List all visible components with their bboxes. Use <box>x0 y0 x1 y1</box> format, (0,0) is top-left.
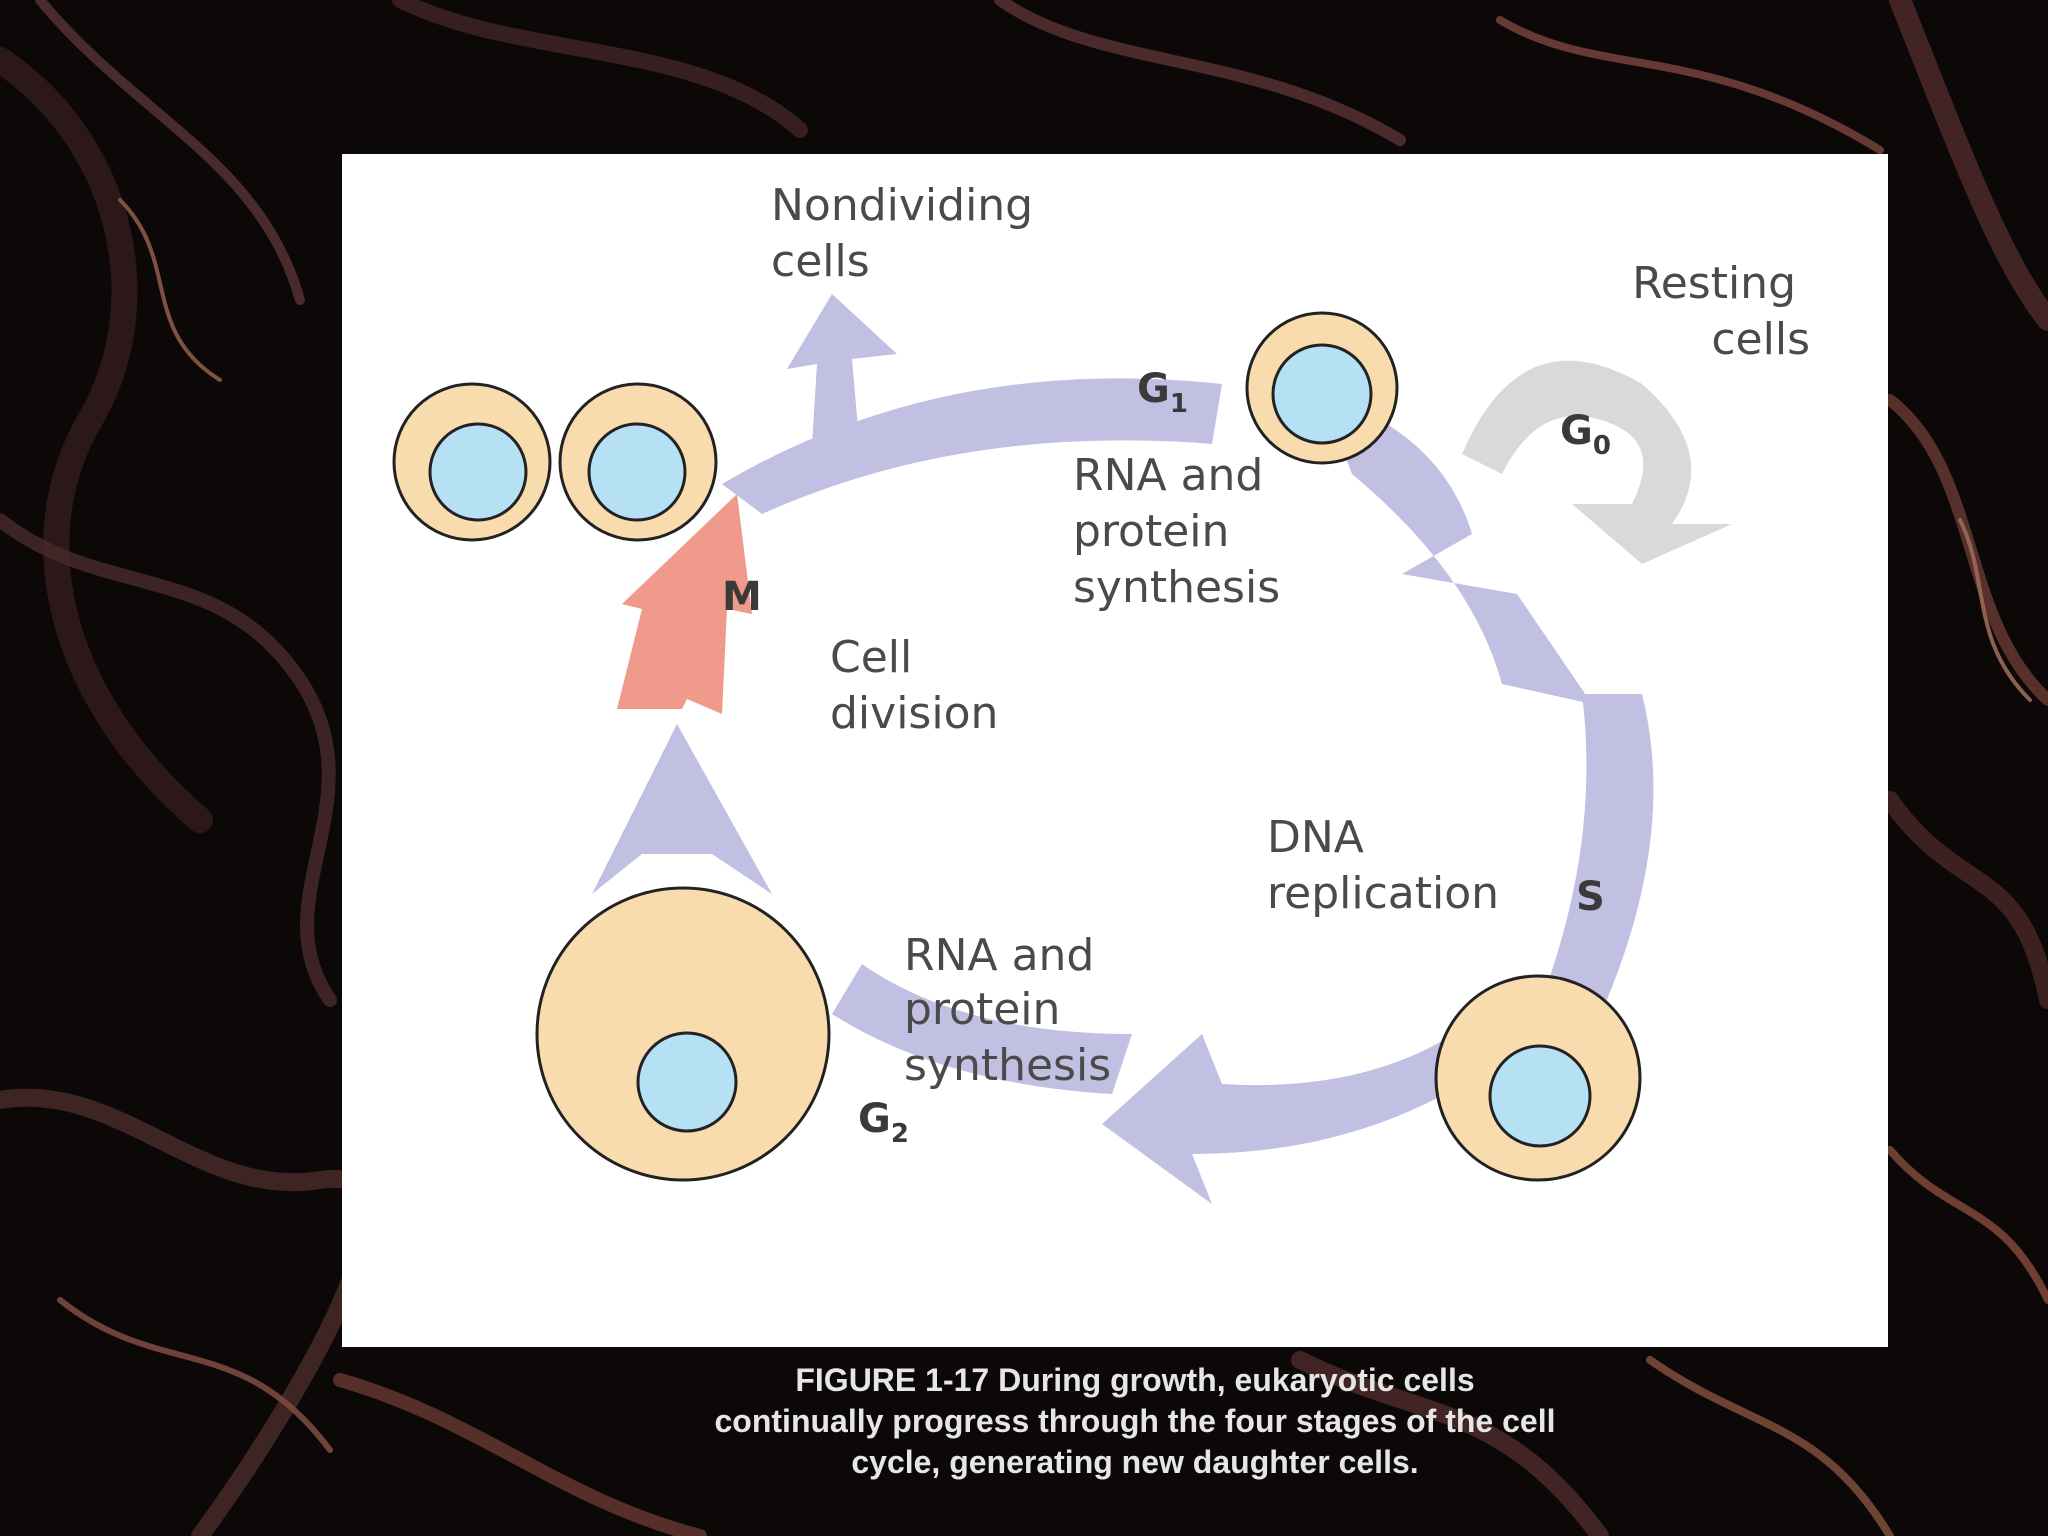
daughter-cell-right <box>558 382 718 542</box>
phase-g0-label: G0 <box>1560 408 1611 461</box>
phase-g1-label: G1 <box>1137 366 1188 419</box>
g2-process-label: RNA and protein synthesis <box>904 930 1111 1091</box>
g1-to-s-arrow <box>1322 394 1592 704</box>
m-process-label: Cell division <box>830 632 998 739</box>
g0-arrow <box>1462 360 1732 564</box>
s-process-label: DNA replication <box>1267 812 1499 919</box>
cell-cycle-diagram: Nondividing cells Resting cells RNA and … <box>392 180 1810 1204</box>
caption-line-3: cycle, generating new daughter cells. <box>851 1444 1419 1480</box>
s-to-g2-arrow <box>1102 1014 1532 1204</box>
g1-arrow <box>722 378 1222 514</box>
m-arrow <box>617 494 752 714</box>
caption-line-1: FIGURE 1-17 During growth, eukaryotic ce… <box>795 1362 1475 1398</box>
caption-line-2: continually progress through the four st… <box>714 1403 1556 1439</box>
s-cell <box>1434 974 1642 1182</box>
nondividing-label: Nondividing cells <box>771 180 1047 287</box>
s-arrow <box>1532 694 1654 1054</box>
nondividing-arrow <box>787 294 897 474</box>
phase-m-label: M <box>722 574 762 620</box>
figure-panel: Nondividing cells Resting cells RNA and … <box>342 154 1888 1347</box>
phase-g2-label: G2 <box>858 1096 909 1149</box>
daughter-cell-left <box>392 382 552 542</box>
resting-label: Resting cells <box>1632 258 1810 365</box>
g2-to-m-arrow <box>592 724 772 894</box>
g2-arrow <box>832 964 1132 1094</box>
phase-s-label: S <box>1576 874 1605 920</box>
g2-cell <box>535 886 831 1182</box>
figure-caption: FIGURE 1-17 During growth, eukaryotic ce… <box>560 1360 1710 1483</box>
g1-cell <box>1245 311 1399 465</box>
g1-process-label: RNA and protein synthesis <box>1073 450 1280 613</box>
